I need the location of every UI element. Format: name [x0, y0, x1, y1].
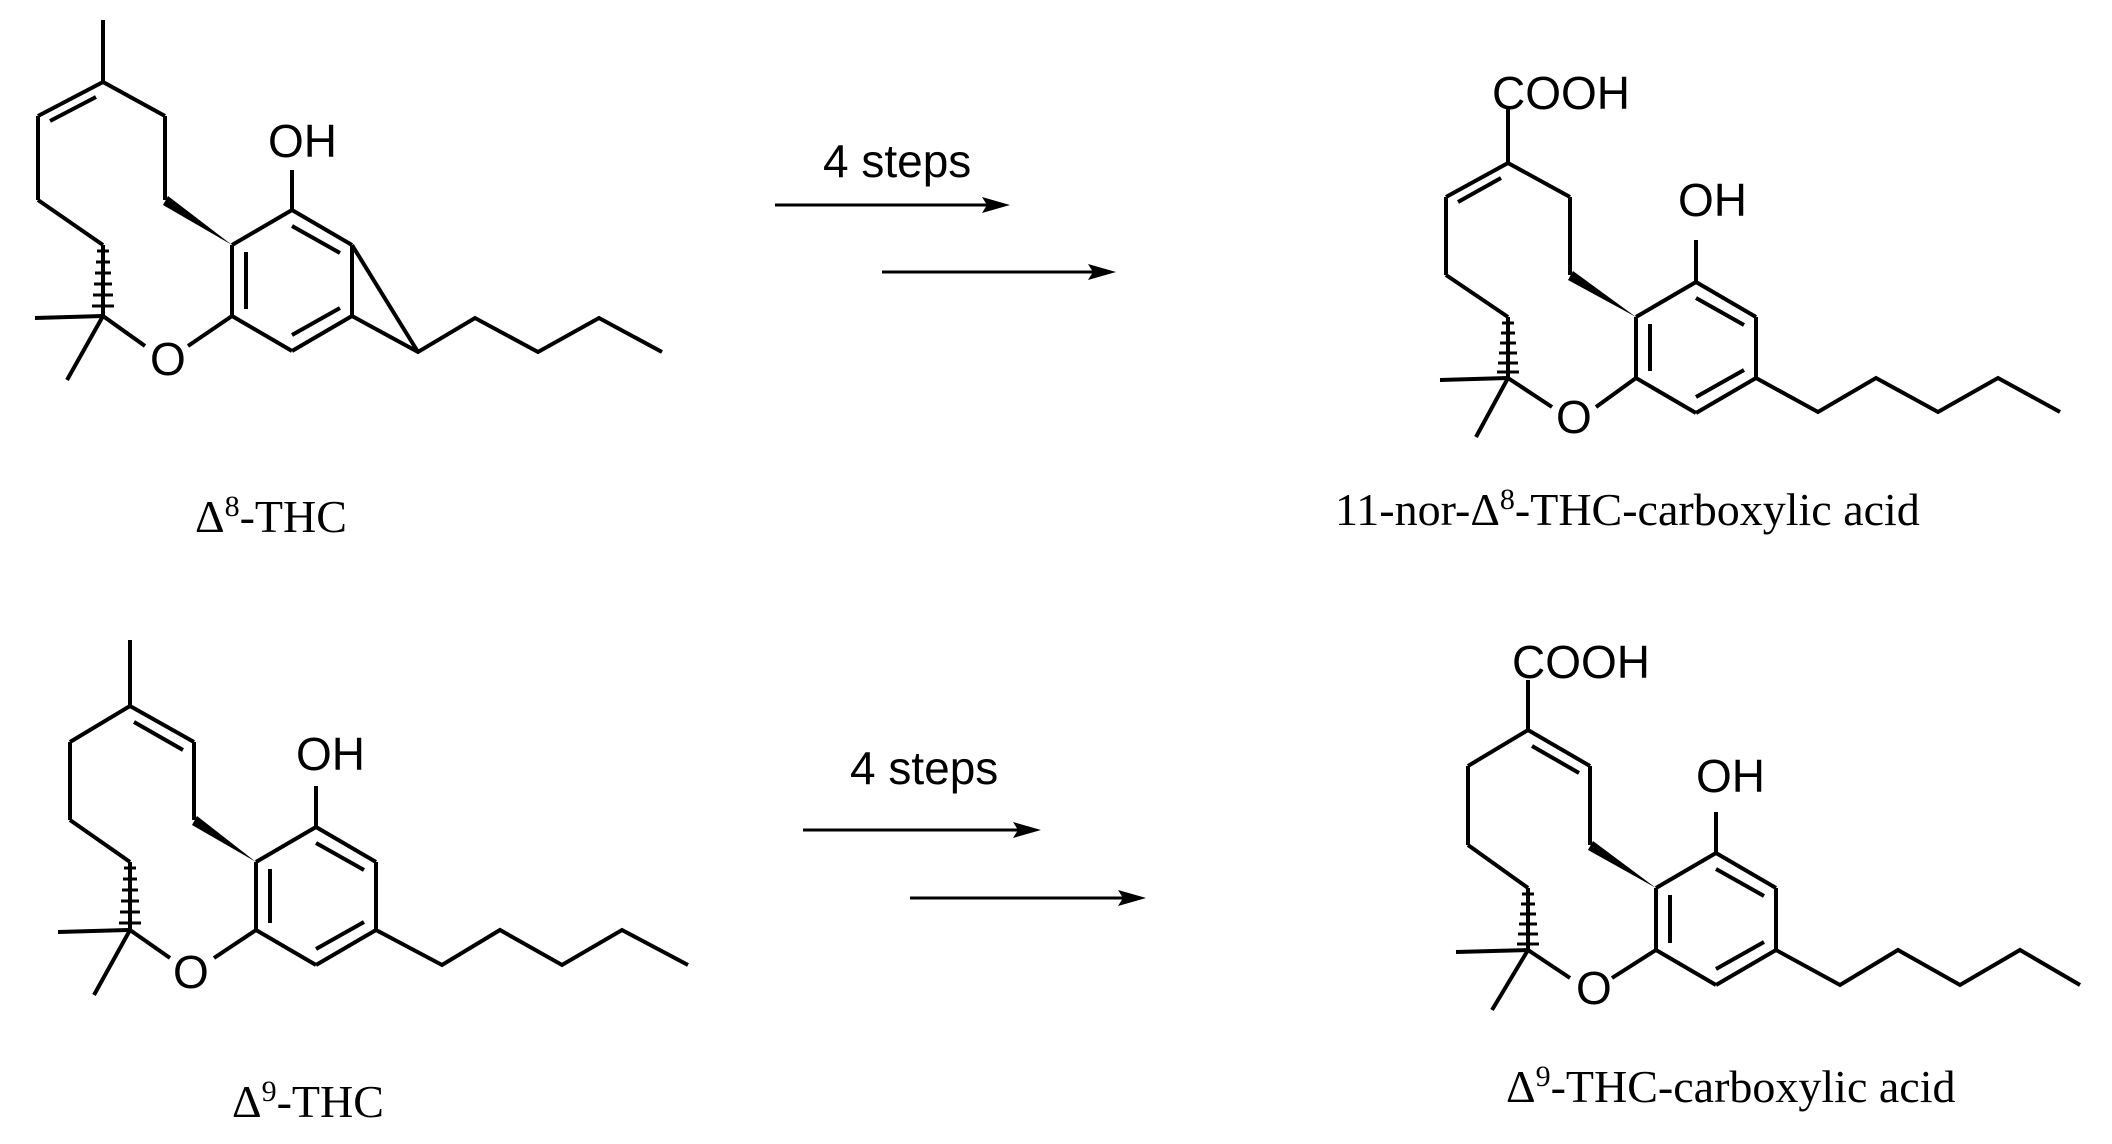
bonds [1439, 108, 2061, 438]
delta-symbol: Δ [1470, 484, 1500, 535]
name-suffix: -THC-carboxylic acid [1515, 484, 1920, 535]
compound-name-reactant-1: Δ8-THC [195, 490, 347, 542]
steps-label: 4 steps [823, 135, 971, 187]
bonds [57, 640, 689, 996]
molecule-11-nor-delta8-thc-carboxylic-acid: COOH OH O [1439, 67, 2061, 443]
delta-superscript: 8 [225, 490, 240, 523]
arrow-head [1118, 890, 1146, 906]
hydroxyl-label: OH [296, 728, 365, 780]
compound-name-product-2: Δ9-THC-carboxylic acid [1506, 1060, 1955, 1112]
hydroxyl-label: OH [1678, 174, 1747, 226]
name-suffix: -THC [240, 491, 347, 542]
compound-name-product-1: 11-nor-Δ8-THC-carboxylic acid [1335, 483, 1920, 535]
delta-symbol: Δ [1506, 1061, 1536, 1112]
hashed-bond [1517, 892, 1539, 946]
hashed-bond [92, 249, 114, 308]
molecule-delta8-thc: OH O [34, 20, 663, 385]
hashed-bond [119, 866, 141, 925]
ring-oxygen-label: O [1576, 962, 1612, 1014]
arrow-head [1013, 822, 1041, 838]
steps-label: 4 steps [850, 742, 998, 794]
wedge-bond [1568, 271, 1636, 317]
wedge-bond [1588, 841, 1656, 888]
delta-superscript: 9 [1536, 1060, 1551, 1093]
hashed-bond [1497, 321, 1519, 374]
carboxyl-label: COOH [1492, 67, 1630, 119]
reaction-1-arrows: 4 steps [775, 135, 1116, 280]
bonds [34, 20, 663, 381]
ring-oxygen-label: O [173, 946, 209, 998]
arrow-head [982, 197, 1010, 213]
wedge-bond [192, 816, 256, 862]
hydroxyl-label: OH [1696, 750, 1765, 802]
carboxyl-label: COOH [1512, 636, 1650, 688]
arrow-head [1088, 264, 1116, 280]
reaction-2-arrows: 4 steps [803, 742, 1146, 906]
delta-superscript: 9 [262, 1075, 277, 1108]
name-prefix: 11-nor- [1335, 484, 1470, 535]
molecule-delta9-thc: OH O [57, 640, 689, 998]
delta-symbol: Δ [195, 491, 225, 542]
delta-symbol: Δ [232, 1076, 262, 1127]
hydroxyl-label: OH [268, 115, 337, 167]
ring-oxygen-label: O [150, 333, 186, 385]
name-suffix: -THC-carboxylic acid [1551, 1061, 1956, 1112]
molecule-delta9-thc-carboxylic-acid: COOH OH O [1455, 636, 2082, 1014]
bonds [1455, 680, 2082, 1012]
compound-name-reactant-2: Δ9-THC [232, 1075, 384, 1127]
ring-oxygen-label: O [1556, 391, 1592, 443]
name-suffix: -THC [277, 1076, 384, 1127]
delta-superscript: 8 [1500, 483, 1515, 516]
wedge-bond [163, 196, 232, 245]
